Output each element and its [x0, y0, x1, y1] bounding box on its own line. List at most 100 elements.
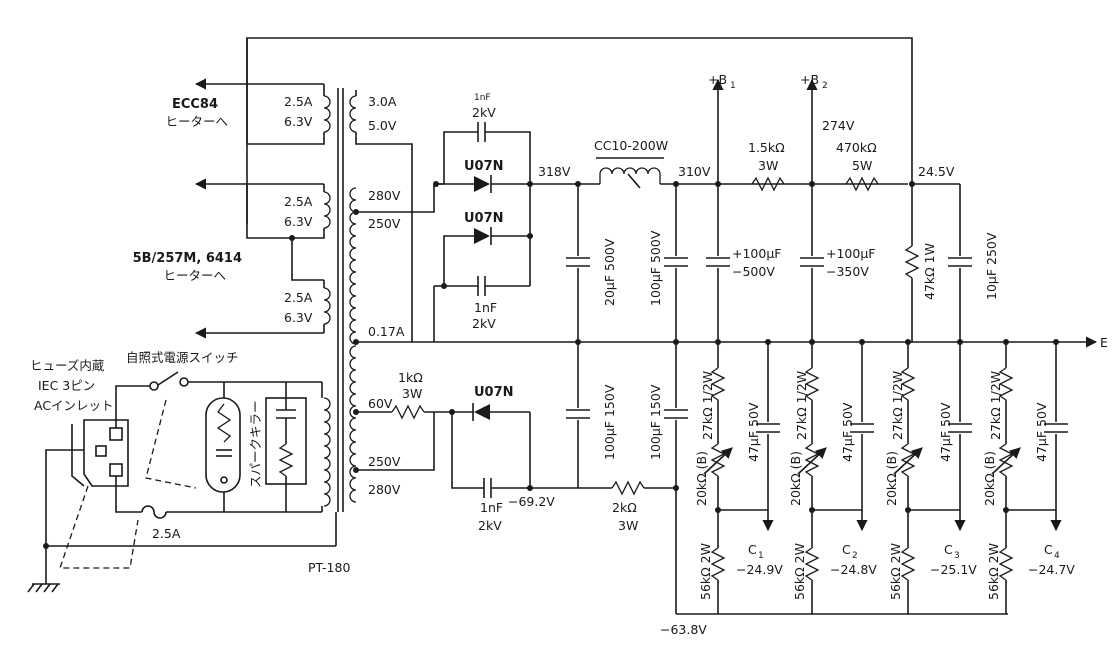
w2-current: 2.5A — [284, 194, 313, 209]
c10-label: 10μF 250V — [984, 232, 999, 300]
c4-volt: −24.7V — [1028, 562, 1075, 577]
bias-channel-2: 27kΩ 1/2W 47μF 50V 20kΩ (B) 56kΩ 2W C 2 … — [788, 339, 877, 614]
c3-sub: 3 — [954, 551, 960, 561]
w1-current: 2.5A — [284, 94, 313, 109]
tap-280-bot: 280V — [368, 482, 401, 497]
c100-150b-label: 100μF 150V — [648, 384, 663, 460]
v245: 24.5V — [918, 164, 955, 179]
v318: 318V — [538, 164, 571, 179]
b1-label: +B — [708, 72, 727, 87]
tap-5v: 5.0V — [368, 118, 397, 133]
r470k-watt: 5W — [852, 158, 872, 173]
neg-diode-label: U07N — [474, 385, 514, 400]
bias-channel-1: 27kΩ 1/2W 47μF 50V 20kΩ (B) 56kΩ 2W C 1 … — [694, 339, 783, 614]
r2k-val: 2kΩ — [612, 500, 637, 515]
c2-label: C — [842, 542, 851, 557]
r1k-val: 1kΩ — [398, 370, 423, 385]
heater-section: ECC84 ヒーターへ 5B/257M, 6414 ヒーターへ 2.5A 6.3… — [133, 38, 331, 339]
c47-3: 47μF 50V — [938, 402, 953, 462]
ground-label: E — [1100, 335, 1108, 350]
c47-4: 47μF 50V — [1034, 402, 1049, 462]
neg-cap-volt: 2kV — [478, 518, 502, 533]
neg-cap-val: 1nF — [480, 500, 503, 515]
tap-017a: 0.17A — [368, 324, 405, 339]
w1-voltage: 6.3V — [284, 114, 313, 129]
bias-channel-4: 27kΩ 1/2W 47μF 50V 20kΩ (B) 56kΩ 2W C 4 … — [982, 339, 1075, 614]
switch-label: 自照式電源スイッチ — [126, 350, 239, 365]
pot-4: 20kΩ (B) — [982, 451, 997, 506]
diode-top-label: U07N — [464, 159, 504, 174]
c20-label: 20μF 500V — [602, 238, 617, 306]
pot-2: 20kΩ (B) — [788, 451, 803, 506]
tube-heater-sub: ヒーターへ — [163, 268, 226, 283]
transformer-name: PT-180 — [308, 560, 350, 575]
r15k-watt: 3W — [758, 158, 778, 173]
r1k-watt: 3W — [402, 386, 422, 401]
r27k-4: 27kΩ 1/2W — [988, 371, 1003, 440]
c100b-volt: −500V — [732, 264, 775, 279]
tap-250-top: 250V — [368, 216, 401, 231]
ground-bus: E — [356, 335, 1108, 350]
tap-3a: 3.0A — [368, 94, 397, 109]
cap-top-val: 1nF — [474, 93, 491, 103]
bias-supply: 1kΩ 3W U07N 1nF 2kV −69.2V 2kΩ 3W 100μF … — [391, 339, 1008, 637]
hv-rectifier: 1nF 2kV U07N U07N 1nF 2kV 318V — [433, 93, 600, 342]
fuse-label: 2.5A — [152, 526, 181, 541]
choke-label: CC10-200W — [594, 138, 668, 153]
c1-sub: 1 — [758, 551, 764, 561]
b2-label: +B — [800, 72, 819, 87]
v310: 310V — [678, 164, 711, 179]
r56k-3: 56kΩ 2W — [888, 543, 903, 600]
c4-sub: 4 — [1054, 551, 1060, 561]
r56k-4: 56kΩ 2W — [986, 543, 1001, 600]
filter-section: CC10-200W 310V 20μF 500V 100μF 500V +B 1… — [566, 72, 999, 342]
r56k-2: 56kΩ 2W — [792, 543, 807, 600]
spark-killer-label: スパークキラー — [248, 400, 263, 488]
c4-label: C — [1044, 542, 1053, 557]
r47k-label: 47kΩ 1W — [922, 243, 937, 300]
b2-sub: 2 — [822, 81, 828, 91]
ecc84-title: ECC84 — [172, 97, 218, 112]
r27k-3: 27kΩ 1/2W — [890, 371, 905, 440]
r56k-1: 56kΩ 2W — [698, 543, 713, 600]
r27k-2: 27kΩ 1/2W — [794, 371, 809, 440]
v274: 274V — [822, 118, 855, 133]
c1-label: C — [748, 542, 757, 557]
pot-1: 20kΩ (B) — [694, 451, 709, 506]
c100c-val: +100μF — [826, 246, 875, 261]
r470k-val: 470kΩ — [836, 140, 877, 155]
v692: −69.2V — [508, 494, 555, 509]
c2-sub: 2 — [852, 551, 858, 561]
c100-150-label: 100μF 150V — [602, 384, 617, 460]
ac-inlet-section: ヒューズ内蔵 IEC 3ピン ACインレット 自照式電源スイッチ 2.5A — [27, 350, 337, 593]
w3-current: 2.5A — [284, 290, 313, 305]
cap-top-volt: 2kV — [472, 105, 496, 120]
tube-heater-title: 5B/257M, 6414 — [133, 251, 242, 266]
cap-mid-val: 1nF — [474, 300, 497, 315]
pot-3: 20kΩ (B) — [884, 451, 899, 506]
tap-250-bot: 250V — [368, 454, 401, 469]
bias-channels: 27kΩ 1/2W 47μF 50V 20kΩ (B) 56kΩ 2W C 1 … — [694, 339, 1075, 614]
c100b-val: +100μF — [732, 246, 781, 261]
c1-volt: −24.9V — [736, 562, 783, 577]
c100a-label: 100μF 500V — [648, 230, 663, 306]
c47-1: 47μF 50V — [746, 402, 761, 462]
inlet-line2: IEC 3ピン — [38, 378, 95, 393]
w2-voltage: 6.3V — [284, 214, 313, 229]
tap-280-top: 280V — [368, 188, 401, 203]
tap-60v: 60V — [368, 396, 393, 411]
power-transformer: 3.0A 5.0V 280V 250V 0.17A 60V 250V 280V … — [308, 88, 444, 575]
inlet-line3: ACインレット — [34, 398, 114, 413]
inlet-line1: ヒューズ内蔵 — [30, 358, 105, 373]
r15k-val: 1.5kΩ — [748, 140, 785, 155]
diode-mid-label: U07N — [464, 211, 504, 226]
bias-channel-3: 27kΩ 1/2W 47μF 50V 20kΩ (B) 56kΩ 2W C 3 … — [884, 339, 977, 614]
c2-volt: −24.8V — [830, 562, 877, 577]
ecc84-sub: ヒーターへ — [165, 114, 228, 129]
cap-mid-volt: 2kV — [472, 316, 496, 331]
b1-sub: 1 — [730, 81, 736, 91]
c100c-volt: −350V — [826, 264, 869, 279]
c3-label: C — [944, 542, 953, 557]
